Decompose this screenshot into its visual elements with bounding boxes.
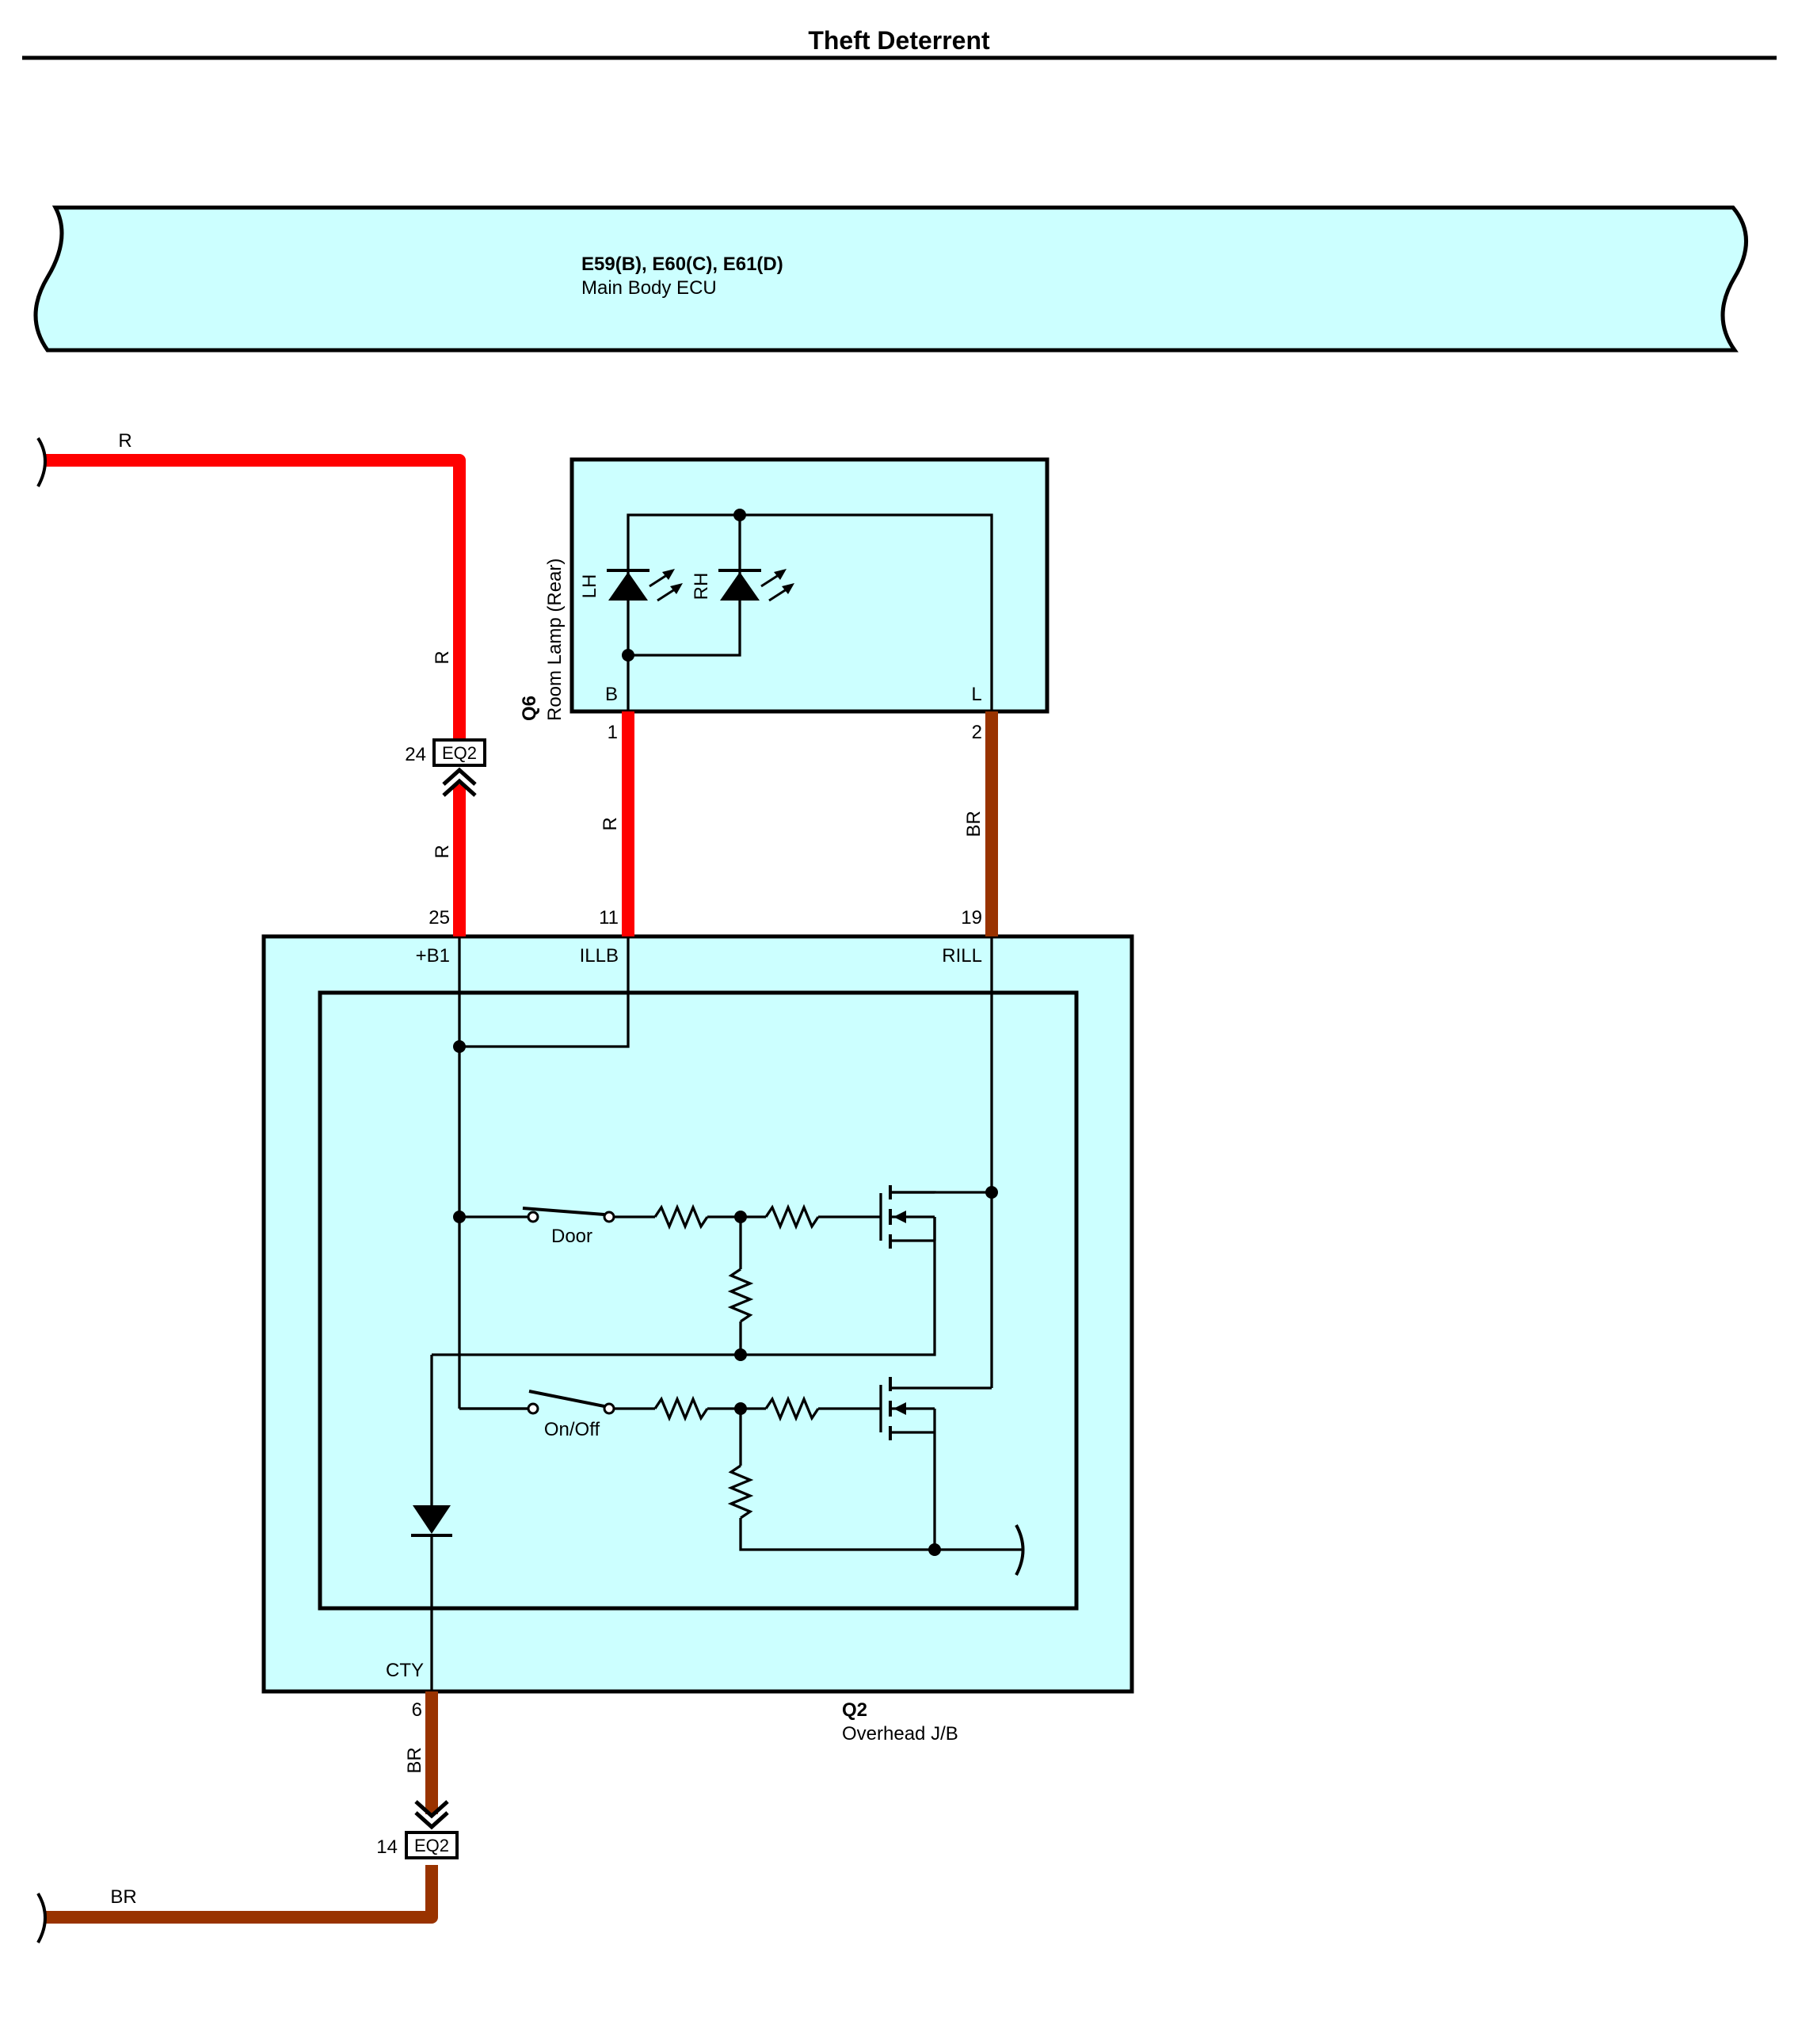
- junction-dot: [622, 649, 634, 662]
- connector-eq2-top-name: EQ2: [442, 743, 477, 763]
- jb-pin-b1: 25: [429, 907, 450, 929]
- led-rh-label: RH: [691, 573, 712, 601]
- door-switch-label: Door: [551, 1226, 592, 1247]
- jb-pin-cty: 6: [412, 1699, 422, 1721]
- room-lamp-pin-b: 1: [608, 722, 618, 743]
- resistor-icon: [764, 1203, 820, 1230]
- room-lamp-circuit: [607, 509, 993, 711]
- wire-top-red: [36, 437, 466, 753]
- jb-terminal-rill: RILL: [942, 945, 982, 967]
- wire-label-top-drop: R: [432, 650, 453, 664]
- resistor-icon: [727, 1464, 754, 1520]
- resistor-icon: [727, 1268, 754, 1323]
- junction-dot: [985, 1186, 998, 1199]
- page-title: Theft Deterrent: [808, 26, 990, 55]
- room-lamp-terminal-b: B: [605, 684, 618, 705]
- jb-pin-rill: 19: [961, 907, 982, 929]
- wire-label-top-lower: R: [432, 845, 453, 858]
- wire-bottom-brown: [36, 1865, 438, 1943]
- led-rh-icon: [718, 569, 794, 602]
- ecu-connector-codes: E59(B), E60(C), E61(D): [581, 254, 783, 275]
- onoff-switch-label: On/Off: [544, 1419, 600, 1440]
- room-lamp-terminal-l: L: [971, 684, 981, 705]
- resistor-icon: [653, 1203, 709, 1230]
- resistor-icon: [653, 1395, 709, 1422]
- jb-code: Q2: [842, 1699, 867, 1721]
- connector-eq2-top-pin: 24: [405, 744, 426, 765]
- junction-block-box: [261, 934, 1134, 1694]
- junction-dot: [733, 509, 746, 521]
- wire-label-top-in: R: [118, 430, 131, 452]
- jb-pin-illb: 11: [599, 907, 619, 929]
- door-switch-icon: [522, 1207, 615, 1223]
- room-lamp-code: Q6: [519, 696, 540, 721]
- jb-terminal-cty: CTY: [386, 1660, 424, 1681]
- ecu-name: Main Body ECU: [581, 277, 717, 299]
- room-lamp-pin-l: 2: [972, 722, 982, 743]
- connector-eq2-bottom-pin: 14: [376, 1836, 398, 1858]
- connector-eq2-bottom: [405, 1800, 459, 1859]
- jb-name: Overhead J/B: [842, 1723, 958, 1745]
- jb-terminal-b1: +B1: [416, 945, 450, 967]
- junction-block-inner: [318, 990, 1079, 1611]
- jb-internal-circuit: [411, 936, 1025, 1691]
- led-lh-icon: [607, 569, 683, 602]
- resistor-icon: [764, 1395, 820, 1422]
- wire-label-lamp-l: BR: [963, 810, 985, 837]
- room-lamp-name: Room Lamp (Rear): [544, 559, 566, 721]
- connector-eq2-top: [432, 738, 486, 797]
- wire-label-lamp-b: R: [600, 817, 621, 830]
- junction-dot: [453, 1040, 466, 1053]
- connector-eq2-bottom-name: EQ2: [414, 1836, 449, 1855]
- room-lamp-box: [569, 457, 1049, 714]
- ground-break-icon: [1015, 1524, 1025, 1576]
- junction-dot: [453, 1211, 466, 1223]
- wire-label-cty: BR: [404, 1747, 425, 1773]
- ecu-banner: [33, 205, 1748, 353]
- jb-terminal-illb: ILLB: [580, 945, 619, 967]
- led-lh-label: LH: [579, 574, 600, 599]
- mosfet-onoff-icon: [879, 1377, 935, 1440]
- wire-label-bottom-in: BR: [110, 1886, 136, 1908]
